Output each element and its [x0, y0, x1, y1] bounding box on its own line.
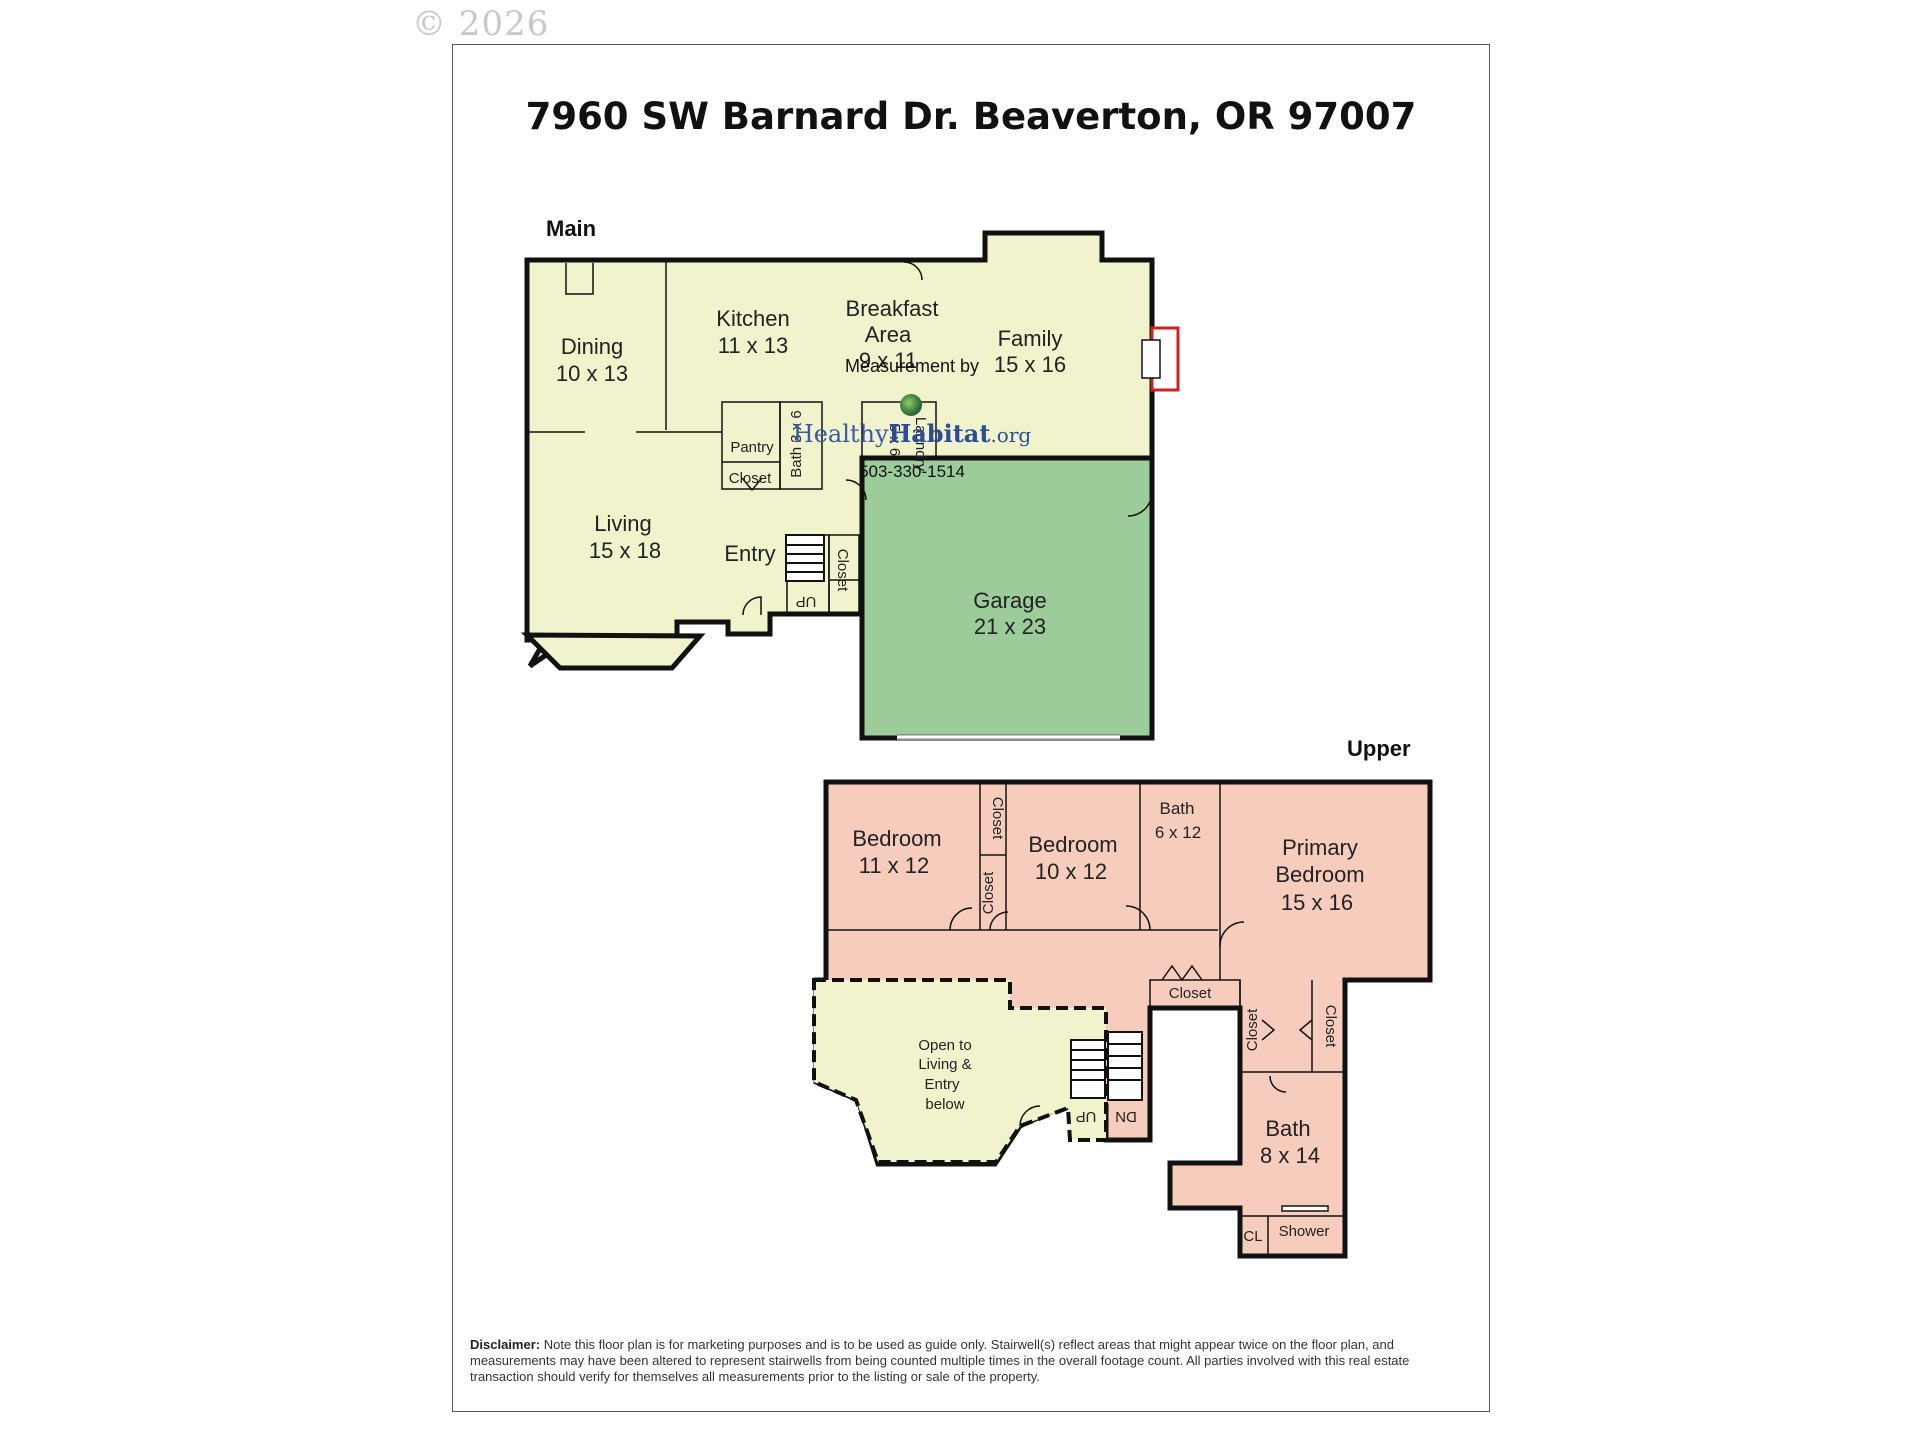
closet-upper-2-label: Closet: [980, 871, 997, 914]
laundry-size: 5 x 6: [886, 424, 903, 457]
fireplace-icon: [1141, 326, 1180, 392]
open-to-below-line-2: Living &: [918, 1056, 971, 1073]
page-title: 7960 SW Barnard Dr. Beaverton, OR 97007: [525, 95, 1417, 138]
kitchen-size: 11 x 13: [718, 333, 789, 358]
bath-upper-2-size: 8 x 14: [1260, 1143, 1320, 1168]
closet-main-a-label: Closet: [729, 470, 772, 487]
main-stairs-up-label: UP: [796, 593, 817, 610]
measurement-credit: Measurement by HealthyHabitat.org 503-33…: [782, 356, 1042, 482]
bath-main-label: Bath 3 x 6: [788, 410, 805, 478]
disclaimer-label: Disclaimer:: [470, 1337, 541, 1352]
measurement-by-text: Measurement by: [844, 356, 980, 376]
garage-size: 21 x 23: [974, 614, 1046, 639]
upper-stairs: [1070, 1031, 1143, 1101]
closet-upper-4-label: Closet: [1244, 1008, 1261, 1051]
family-label: Family: [998, 326, 1063, 351]
kitchen-label: Kitchen: [716, 306, 789, 331]
logo-tld: .org: [990, 423, 1032, 447]
disclaimer-text: Note this floor plan is for marketing pu…: [470, 1337, 1410, 1384]
healthy-habitat-logo: HealthyHabitat.org: [782, 391, 1042, 448]
globe-icon: [900, 394, 922, 416]
bath-upper-1-label: Bath: [1160, 799, 1195, 818]
breakfast-label-1: Breakfast: [846, 296, 939, 321]
logo-word-2: Habitat: [888, 419, 991, 448]
disclaimer: Disclaimer: Note this floor plan is for …: [470, 1337, 1475, 1385]
bath-upper-2-label: Bath: [1265, 1116, 1310, 1141]
family-size: 15 x 16: [994, 352, 1066, 377]
upper-floor-label: Upper: [1347, 736, 1411, 761]
dining-size: 10 x 13: [556, 361, 628, 386]
closet-upper-3-label: Closet: [1169, 985, 1212, 1002]
upper-stairs-up-label: UP: [1076, 1108, 1097, 1125]
copyright-watermark: © 2026: [412, 4, 550, 44]
bedroom-1-size: 11 x 12: [859, 853, 930, 878]
bedroom-2-size: 10 x 12: [1035, 859, 1107, 884]
breakfast-label-2: Area: [865, 322, 912, 347]
closet-main-b-label: Closet: [834, 549, 851, 592]
logo-word-1: Healthy: [792, 420, 889, 448]
living-size: 15 x 18: [589, 538, 661, 563]
open-to-below-line-4: below: [925, 1096, 964, 1113]
open-to-below-line-1: Open to: [918, 1037, 971, 1054]
closet-upper-1-label: Closet: [989, 797, 1006, 840]
main-floor-outline: [524, 230, 1155, 669]
shower-label: Shower: [1279, 1223, 1330, 1240]
laundry-label: Laundry: [912, 417, 929, 472]
bedroom-2-label: Bedroom: [1028, 832, 1117, 857]
primary-bedroom-size: 15 x 16: [1281, 890, 1353, 915]
open-to-below-line-3: Entry: [924, 1076, 960, 1093]
living-bay: [520, 632, 706, 671]
upper-stairs-down-label: DN: [1115, 1108, 1137, 1125]
primary-bedroom-label-1: Primary: [1282, 835, 1358, 860]
living-label: Living: [594, 511, 651, 536]
bath-upper-1-size: 6 x 12: [1155, 823, 1201, 842]
main-floor-label: Main: [546, 216, 596, 241]
garage-area: [859, 455, 1155, 741]
phone-number: 503-330-1514: [859, 462, 965, 481]
main-stairs: [785, 534, 825, 582]
closet-upper-5-label: Closet: [1322, 1005, 1339, 1048]
entry-label: Entry: [724, 541, 775, 566]
bedroom-1-label: Bedroom: [852, 826, 941, 851]
dining-label: Dining: [561, 334, 623, 359]
primary-bedroom-label-2: Bedroom: [1275, 862, 1364, 887]
pantry-label: Pantry: [730, 439, 774, 456]
cl-label: CL: [1243, 1228, 1262, 1245]
open-to-below-area: [812, 978, 1108, 1164]
breakfast-size: 9 x 11: [859, 348, 917, 373]
garage-label: Garage: [973, 588, 1046, 613]
